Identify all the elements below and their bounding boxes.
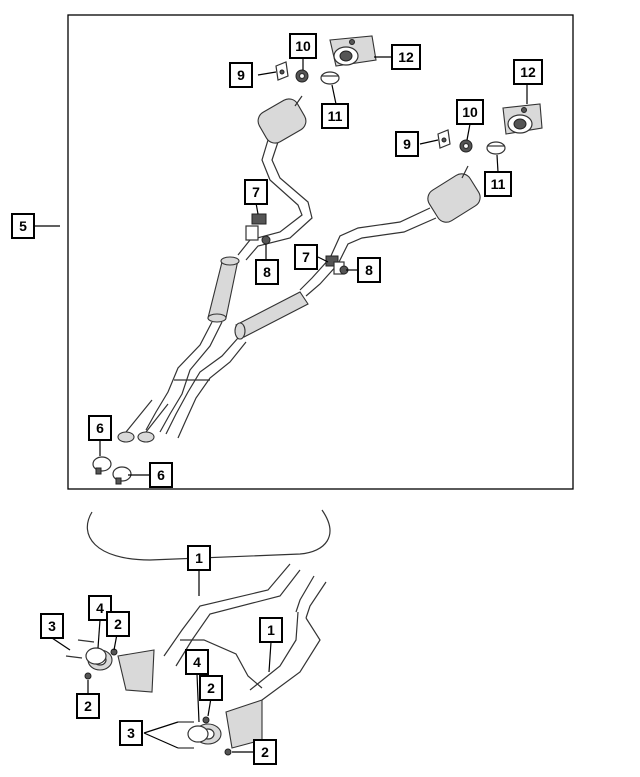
callout-2-upper: 2 — [106, 611, 130, 637]
callout-8-left: 8 — [255, 259, 279, 285]
clamp-right — [486, 141, 506, 155]
right-muffler — [427, 165, 481, 223]
callout-10-left: 10 — [289, 33, 317, 59]
svg-text:6: 6 — [96, 420, 104, 436]
callout-7-left: 7 — [244, 179, 268, 205]
callout-7-right: 7 — [294, 244, 318, 270]
svg-text:2: 2 — [114, 616, 122, 632]
clamp-lower-b — [112, 466, 132, 485]
left-muffler — [257, 95, 307, 144]
svg-text:2: 2 — [207, 680, 215, 696]
callout-11-right: 11 — [484, 171, 512, 197]
svg-text:8: 8 — [263, 264, 271, 280]
front-pipe-assembly — [65, 509, 331, 756]
svg-text:2: 2 — [261, 744, 269, 760]
svg-text:8: 8 — [365, 262, 373, 278]
svg-text:2: 2 — [84, 698, 92, 714]
bracket-left — [275, 61, 289, 81]
callout-4-lower: 4 — [185, 649, 209, 675]
svg-text:3: 3 — [48, 618, 56, 634]
right-catalytic-converter — [194, 699, 263, 749]
studs-left — [65, 639, 95, 659]
callout-3-upper: 3 — [40, 613, 64, 639]
callout-2-left: 2 — [76, 693, 100, 719]
bracket-right — [437, 129, 451, 149]
callout-9-right: 9 — [395, 131, 419, 157]
svg-text:12: 12 — [520, 64, 536, 80]
svg-text:1: 1 — [267, 622, 275, 638]
callout-12-right: 12 — [513, 59, 543, 85]
isolator-left — [295, 69, 309, 83]
callout-9-left: 9 — [229, 62, 253, 88]
hanger-bracket-left — [245, 213, 271, 245]
studs-right — [178, 721, 194, 749]
svg-text:9: 9 — [237, 67, 245, 83]
nut-d — [224, 748, 232, 756]
svg-text:10: 10 — [295, 38, 311, 54]
callout-8-right: 8 — [357, 257, 381, 283]
callout-6-lower: 6 — [149, 462, 173, 488]
exhaust-assembly — [92, 35, 543, 485]
left-resonator — [207, 256, 240, 323]
svg-text:5: 5 — [19, 218, 27, 234]
svg-text:7: 7 — [252, 184, 260, 200]
isolator-right — [459, 139, 473, 153]
callout-10-right: 10 — [456, 99, 484, 125]
svg-text:11: 11 — [491, 176, 506, 192]
callout-12-left: 12 — [391, 44, 421, 70]
callout-2-mid: 2 — [199, 675, 223, 701]
svg-text:3: 3 — [127, 725, 135, 741]
detail-frame — [67, 14, 574, 490]
svg-text:4: 4 — [96, 600, 104, 616]
exhaust-tip-right — [502, 103, 543, 135]
svg-text:7: 7 — [302, 249, 310, 265]
callout-1-lower: 1 — [259, 617, 283, 643]
exhaust-tip-left — [329, 35, 377, 67]
center-resonator — [234, 291, 309, 340]
clamp-left — [320, 71, 340, 85]
callout-4-upper: 4 — [88, 595, 112, 621]
svg-text:9: 9 — [403, 136, 411, 152]
leader-lines — [34, 56, 528, 753]
callout-5: 5 — [11, 213, 35, 239]
svg-text:12: 12 — [398, 49, 414, 65]
callout-1-upper: 1 — [187, 545, 211, 571]
svg-text:4: 4 — [193, 654, 201, 670]
svg-text:10: 10 — [462, 104, 478, 120]
nut-b — [84, 672, 92, 680]
gasket-right — [187, 725, 209, 743]
nut-c — [202, 716, 210, 724]
clamp-lower-a — [92, 456, 112, 475]
svg-text:11: 11 — [328, 108, 343, 124]
hanger-bracket-right — [325, 255, 349, 275]
svg-text:1: 1 — [195, 550, 203, 566]
callout-2-lower: 2 — [253, 739, 277, 765]
svg-text:6: 6 — [157, 467, 165, 483]
callout-3-lower: 3 — [119, 720, 143, 746]
gasket-left — [85, 647, 107, 665]
callout-11-left: 11 — [321, 103, 349, 129]
callout-6-upper: 6 — [88, 415, 112, 441]
